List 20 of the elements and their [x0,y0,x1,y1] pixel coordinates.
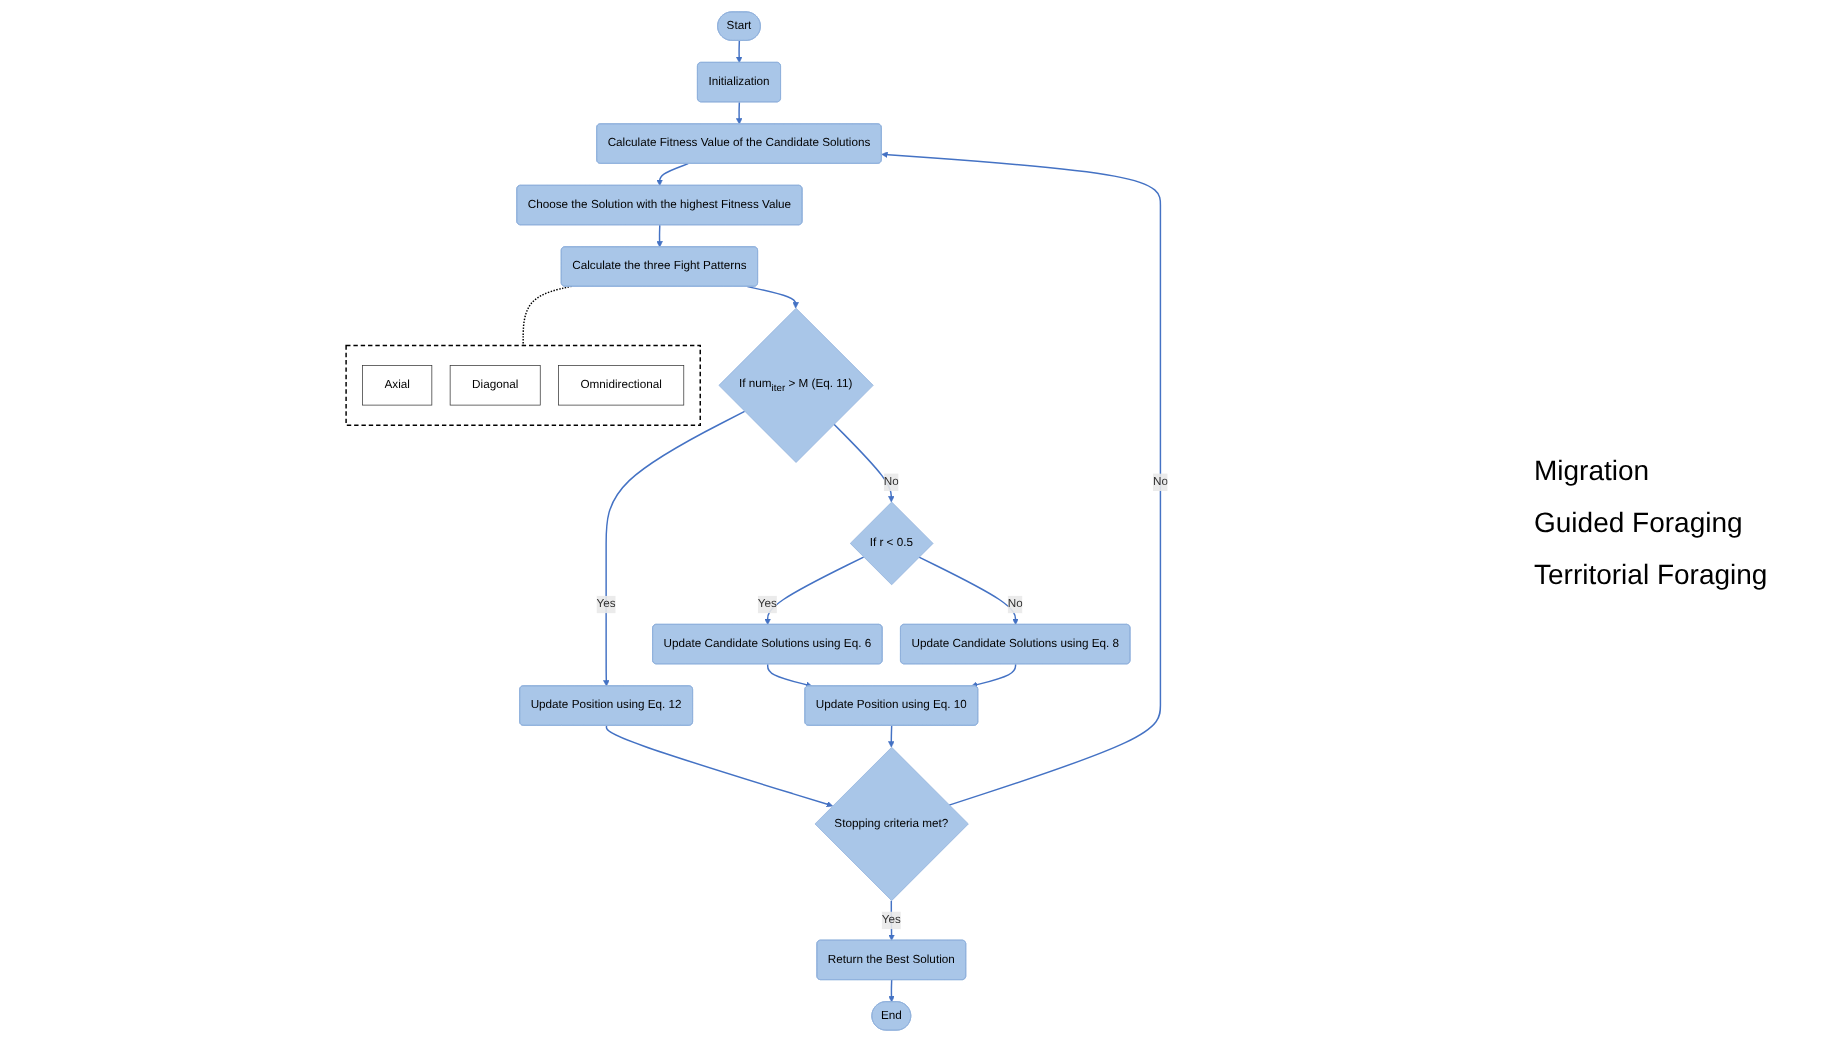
arrow [888,724,895,748]
arrow [766,663,813,688]
arrow [746,285,799,309]
arrow [764,556,865,625]
arrow [971,663,1017,688]
arrow [603,410,746,687]
arrow [918,556,1019,625]
arrow [735,40,743,63]
branch-note: Territorial Foraging [1534,557,1770,589]
cluster [345,344,701,426]
branch-note: Migration [1534,453,1652,485]
arrow [605,724,833,808]
arrow [888,979,895,1003]
branch-note: Guided Foraging [1534,505,1745,537]
arrow [735,101,743,125]
arrow [656,224,663,248]
arrow [881,151,1162,806]
connector [522,285,573,347]
arrow [833,423,895,503]
arrow [656,162,689,186]
